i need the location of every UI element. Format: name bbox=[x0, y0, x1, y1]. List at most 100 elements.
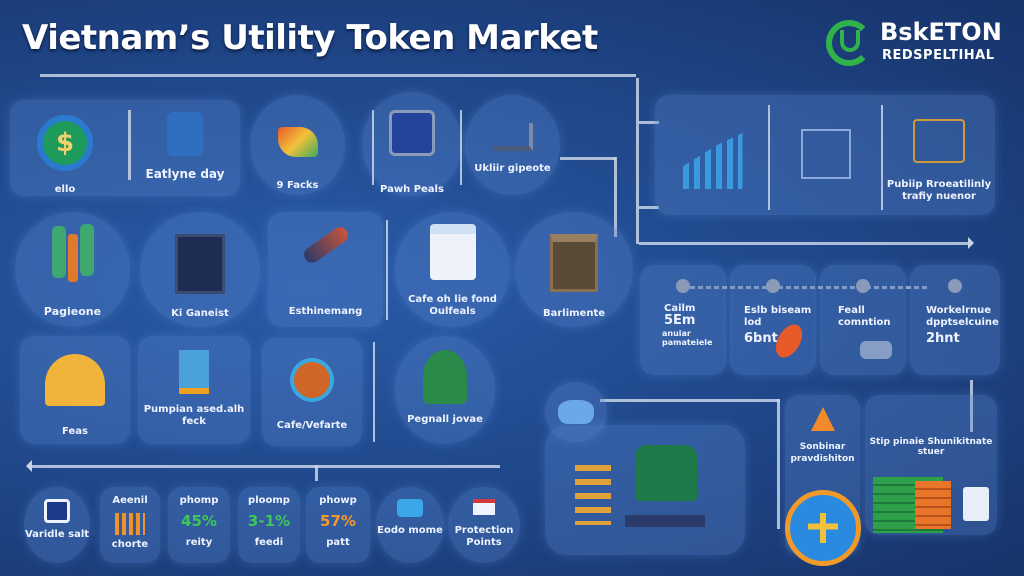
timeline-card-2[interactable]: Eslb biseam lod 6bnt bbox=[730, 265, 816, 375]
timeline-node-icon bbox=[676, 279, 690, 293]
arrow-right-icon bbox=[968, 237, 980, 249]
logo-text: BskETON bbox=[880, 18, 1002, 46]
card-label: Cafe/Vefarte bbox=[276, 420, 348, 431]
card-ello[interactable]: $ ello bbox=[20, 100, 110, 196]
arrow-left-icon bbox=[20, 460, 32, 472]
stat-label: reity bbox=[185, 537, 213, 548]
stat-value: 3-1% bbox=[247, 512, 291, 530]
building-icon bbox=[635, 445, 697, 501]
timeline-node-icon bbox=[948, 279, 962, 293]
timeline-card-3[interactable]: Feall comntion bbox=[820, 265, 906, 375]
card-9-facks[interactable]: 9 Facks bbox=[250, 95, 345, 195]
award-ribbon-icon bbox=[423, 350, 467, 404]
card-cafe-oh-lie-fond[interactable]: Cafe oh lie fond Oulfeals bbox=[395, 212, 510, 327]
card-label: Pawh Peals bbox=[380, 184, 444, 195]
cabinet-icon bbox=[175, 234, 225, 294]
stat-eodo-mome[interactable]: Eodo mome bbox=[376, 487, 444, 563]
card-label: Ki Ganeist bbox=[171, 308, 229, 319]
timeline-card-4[interactable]: Workelrnue dpptselcuine 2hnt bbox=[910, 265, 1000, 375]
stat-aeenil[interactable]: Aeenil chorte bbox=[100, 487, 160, 563]
book-icon bbox=[473, 499, 495, 515]
timeline-title: Workelrnue dpptselcuine bbox=[926, 305, 999, 328]
card-growth-chart[interactable] bbox=[660, 95, 765, 215]
card-pumpian[interactable]: Pumpian ased.alh feck bbox=[138, 336, 250, 444]
card-cafe-vefarte[interactable]: Cafe/Vefarte bbox=[262, 338, 362, 446]
circuit-icon bbox=[913, 119, 965, 163]
compass-badge bbox=[785, 490, 861, 566]
connector-line bbox=[639, 242, 969, 245]
card-pagieone[interactable]: Pagieone bbox=[15, 212, 130, 327]
timeline-card-1[interactable]: Cailm 5Em anuiar pamateiele bbox=[640, 265, 726, 375]
card-pegnall-jovae[interactable]: Pegnall jovae bbox=[395, 336, 495, 444]
card-ki-ganeist[interactable]: Ki Ganeist bbox=[140, 212, 260, 327]
stat-protection-points[interactable]: Protection Points bbox=[448, 487, 520, 563]
wave-icon bbox=[558, 400, 594, 424]
dotted-timeline bbox=[690, 286, 930, 289]
stack-icon bbox=[915, 481, 951, 529]
signs-icon bbox=[575, 465, 611, 525]
kiosk-icon bbox=[179, 350, 209, 394]
connector-line bbox=[560, 157, 616, 160]
rocket-icon bbox=[300, 224, 351, 266]
logo-mark-inner-icon bbox=[840, 30, 860, 52]
plant-icon bbox=[67, 234, 78, 282]
dollar-coin-icon: $ bbox=[37, 115, 93, 171]
device-icon bbox=[167, 112, 203, 156]
jar-icon bbox=[963, 487, 989, 521]
card-pawh-peals[interactable]: Pawh Peals bbox=[362, 92, 462, 196]
stat-title: Aeenil bbox=[112, 495, 148, 506]
card-public-ventility[interactable]: Pubiip Rroeatilinly trafiy nuenor bbox=[885, 95, 993, 215]
card-label: Pubiip Rroeatilinly trafiy nuenor bbox=[886, 179, 992, 202]
card-label: Esthinemang bbox=[288, 306, 363, 317]
divider bbox=[460, 110, 462, 185]
card-label: Sonbinar pravdishiton bbox=[790, 442, 855, 464]
connector-line bbox=[639, 206, 659, 209]
pipe-icon bbox=[860, 341, 892, 359]
timeline-sub: anuiar pamateiele bbox=[662, 329, 713, 347]
timeline-title: Feall comntion bbox=[838, 305, 891, 328]
stat-phomp[interactable]: phomp 45% reity bbox=[168, 487, 230, 563]
framed-badge-icon bbox=[389, 110, 435, 156]
divider bbox=[372, 110, 374, 185]
card-barlimente[interactable]: Barlimente bbox=[515, 212, 633, 327]
card-stip-pinaie[interactable]: Stip pinaie Shunikitnate stuer bbox=[865, 395, 997, 535]
stat-title: ploomp bbox=[248, 495, 290, 506]
cloud-device-icon bbox=[397, 499, 423, 517]
lamp-icon bbox=[810, 407, 835, 431]
card-label: Pegnall jovae bbox=[407, 414, 483, 425]
machine-icon bbox=[492, 123, 533, 151]
stat-label: Protection Points bbox=[454, 525, 514, 548]
stat-varidle-salt[interactable]: Varidle salt bbox=[24, 487, 90, 563]
card-label: Pumpian ased.alh feck bbox=[143, 404, 245, 427]
card-label: Stip pinaie Shunikitnate stuer bbox=[869, 437, 993, 457]
logo-subtext: REDSPELTIHAL bbox=[882, 48, 995, 63]
card-travel[interactable] bbox=[772, 95, 880, 215]
connector-line bbox=[315, 465, 318, 481]
stat-value: 45% bbox=[181, 512, 217, 530]
card-feas[interactable]: Feas bbox=[20, 336, 130, 444]
card-label: Ukliir gipeote bbox=[474, 163, 551, 174]
divider bbox=[386, 220, 388, 320]
card-esthinemang[interactable]: Esthinemang bbox=[268, 212, 383, 327]
connector-line bbox=[600, 399, 780, 402]
card-label: Cafe oh lie fond Oulfeals bbox=[408, 294, 497, 317]
connector-line bbox=[636, 78, 639, 244]
stat-ploomp[interactable]: ploomp 3-1% feedi bbox=[238, 487, 300, 563]
card-label: Pagieone bbox=[43, 305, 102, 318]
circle-sea-illustration bbox=[545, 382, 607, 442]
document-icon bbox=[429, 224, 476, 280]
connector-line bbox=[639, 121, 659, 124]
card-label: Feas bbox=[62, 426, 88, 437]
timeline-value: 5Em bbox=[664, 313, 696, 328]
stat-phowp[interactable]: phowp 57% patt bbox=[306, 487, 370, 563]
timeline-value: 2hnt bbox=[926, 331, 960, 346]
card-ukliir-gipeote[interactable]: Ukliir gipeote bbox=[465, 95, 560, 195]
connector-line bbox=[40, 74, 636, 77]
timeline-title: Eslb biseam lod bbox=[744, 305, 812, 328]
divider bbox=[128, 110, 131, 180]
card-eatlyne-day[interactable]: Eatlyne day bbox=[135, 100, 235, 196]
timeline-node-icon bbox=[766, 279, 780, 293]
connector-line bbox=[30, 465, 500, 468]
stat-title: phomp bbox=[179, 495, 219, 506]
card-label: 9 Facks bbox=[276, 180, 319, 191]
